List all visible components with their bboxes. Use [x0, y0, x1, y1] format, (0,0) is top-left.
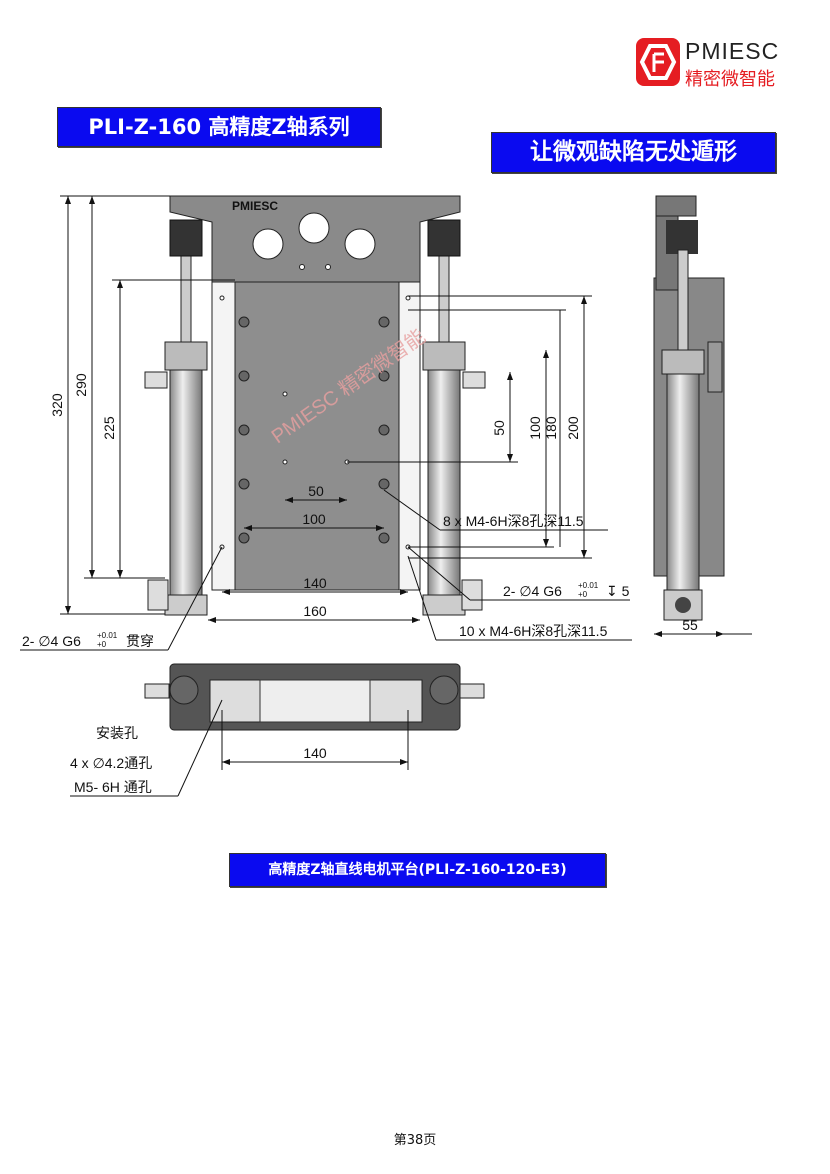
- dimension-label: 100: [527, 416, 543, 440]
- product-name-banner: 高精度Z轴直线电机平台(PLI-Z-160-120-E3): [229, 853, 606, 887]
- dimension-labels: 320 290 225 50 100 180 200 50 100 140 16…: [22, 373, 630, 649]
- side-view: 55: [653, 195, 752, 637]
- page-number: 第38页: [393, 1133, 437, 1148]
- dimension-label: 180: [543, 416, 559, 440]
- dimension-label: +0.01: [97, 631, 118, 640]
- dimension-label: 140: [303, 575, 327, 591]
- logo-brand-cn: 精密微智能: [685, 69, 775, 90]
- front-view: PMIESC PMIESC: [144, 195, 486, 616]
- dimension-label: 290: [73, 373, 89, 397]
- dimension-label: 55: [682, 617, 698, 633]
- dimension-lines: [20, 195, 632, 651]
- bottom-view: 140 安装孔 4 x ∅4.2通孔 M5- 6H 通孔: [70, 663, 485, 797]
- thread-holes-note: M5- 6H 通孔: [74, 779, 152, 795]
- mount-holes-note: 4 x ∅4.2通孔: [70, 755, 152, 771]
- plate-logo: PMIESC: [232, 199, 278, 213]
- dimension-label: +0.01: [578, 581, 599, 590]
- series-title-banner: PLI-Z-160 高精度Z轴系列: [57, 107, 381, 147]
- dimension-label: +0: [97, 640, 107, 649]
- holes-10-note: 10 x M4-6H深8孔深11.5: [459, 623, 608, 639]
- mount-label: 安装孔: [96, 725, 138, 741]
- through-pin-note: 2- ∅4 G6: [22, 633, 81, 649]
- dimension-label: ↧ 5: [606, 583, 630, 599]
- logo-mark-icon: [636, 38, 680, 86]
- logo-brand-text: PMIESC: [685, 38, 780, 64]
- dimension-label: 100: [302, 511, 326, 527]
- dimension-label: 200: [565, 416, 581, 440]
- dimension-label: 225: [101, 416, 117, 440]
- holes-8-note: 8 x M4-6H深8孔深11.5: [443, 513, 584, 529]
- dimension-label: 50: [491, 420, 507, 436]
- pin-holes-note: 2- ∅4 G6: [503, 583, 562, 599]
- left-cylinder: [144, 219, 208, 616]
- slogan-banner: 让微观缺陷无处遁形: [491, 132, 776, 173]
- dimension-label: 320: [49, 393, 65, 417]
- dimension-label: 160: [303, 603, 327, 619]
- carriage-plate: [234, 281, 400, 591]
- brand-logo: PMIESC 精密微智能: [636, 38, 796, 90]
- dimension-label: 50: [308, 483, 324, 499]
- dimension-label: 贯穿: [126, 633, 154, 649]
- dimension-label: 140: [303, 745, 327, 761]
- right-cylinder: [422, 219, 486, 616]
- dimension-label: +0: [578, 590, 588, 599]
